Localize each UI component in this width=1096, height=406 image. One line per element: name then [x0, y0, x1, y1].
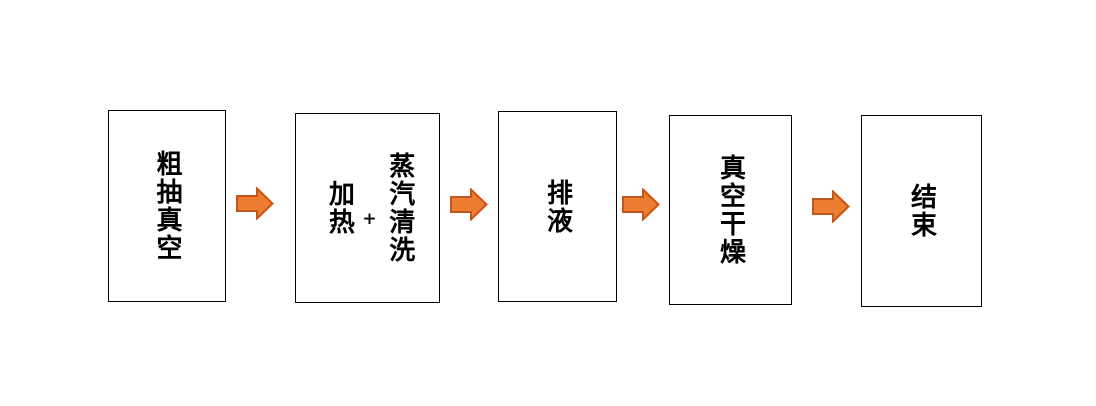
flow-step-end: 结束 — [861, 115, 982, 307]
step-label: 粗抽真空 — [152, 150, 183, 262]
step-label: 结束 — [906, 183, 937, 239]
flow-step-vacuum-dry: 真空干燥 — [669, 115, 792, 305]
right-arrow-icon — [812, 190, 850, 223]
step-label-right-column: 蒸汽清洗 — [384, 152, 415, 264]
connector-arrow-3 — [622, 188, 660, 221]
right-arrow-icon — [622, 188, 660, 221]
step-label: 排液 — [542, 178, 573, 235]
plus-operator: + — [362, 209, 377, 229]
right-arrow-icon — [450, 188, 488, 221]
right-arrow-icon — [236, 187, 274, 220]
connector-arrow-2 — [450, 188, 488, 221]
flow-step-drain: 排液 — [498, 111, 617, 302]
step-label: 真空干燥 — [715, 154, 746, 266]
connector-arrow-1 — [236, 187, 274, 220]
step-label-group: 加热 + 蒸汽清洗 — [324, 152, 415, 264]
step-label-left-column: 加热 — [324, 180, 355, 236]
flow-step-rough-vacuum: 粗抽真空 — [108, 110, 226, 302]
flow-step-heat-steam-clean: 加热 + 蒸汽清洗 — [295, 113, 440, 303]
connector-arrow-4 — [812, 190, 850, 223]
